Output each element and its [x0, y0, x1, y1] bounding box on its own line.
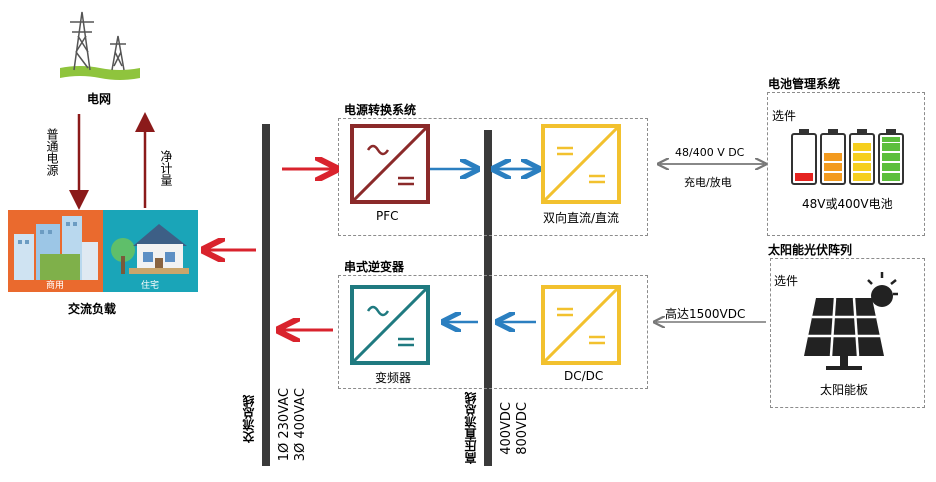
- hv-dc-bus-bar: [484, 130, 492, 466]
- solar-group: [770, 258, 925, 408]
- inverter-box: [350, 285, 430, 365]
- solar-panel-icon: [804, 272, 898, 370]
- pfc-converter-box: [350, 124, 430, 204]
- grid-label: 电网: [87, 92, 112, 106]
- solar-title: 太阳能光伏阵列: [768, 243, 853, 257]
- commercial-panel: 商用: [8, 210, 103, 292]
- bidirectional-dcdc-box: [541, 124, 621, 204]
- ac-load-label: 交流负载: [68, 302, 117, 316]
- solar-panel-label: 太阳能板: [820, 383, 869, 397]
- solar-link-label: 高达1500VDC: [665, 307, 746, 321]
- supply-flow-label: 普通电源: [45, 128, 59, 176]
- battery-icon: [791, 129, 904, 185]
- ac-bus-bar: [262, 124, 270, 466]
- grid-flow-arrows: [69, 112, 155, 210]
- battery-group: [767, 92, 925, 236]
- inverter-group: [338, 275, 648, 389]
- net-metering-label: 净计量: [159, 150, 173, 186]
- inverter-label: 变频器: [375, 371, 412, 385]
- battery-label: 48V或400V电池: [802, 197, 893, 211]
- blue-dc-arrows: [430, 169, 536, 322]
- bidi-label: 双向直流/直流: [543, 211, 620, 225]
- ac-load-image: 商用 住宅: [8, 210, 198, 292]
- red-ac-arrows: [207, 169, 333, 330]
- solar-optional: 选件: [774, 274, 799, 288]
- commercial-label: 商用: [46, 281, 65, 291]
- residential-panel: 住宅: [103, 210, 198, 292]
- inverter-title: 串式逆变器: [344, 260, 405, 274]
- battery-voltage-link: 48/400 V DC: [675, 146, 745, 159]
- dcdc-box: [541, 285, 621, 365]
- pcs-title: 电源转换系统: [344, 103, 417, 117]
- dcdc-label: DC/DC: [564, 369, 604, 383]
- residential-label: 住宅: [141, 281, 160, 291]
- pfc-label: PFC: [376, 209, 399, 223]
- battery-title: 电池管理系统: [768, 77, 841, 91]
- house-icon: [111, 224, 189, 274]
- battery-optional: 选件: [772, 109, 797, 123]
- buildings-icon: [14, 216, 98, 280]
- transmission-tower-icon: [60, 11, 140, 80]
- grey-link-arrows: [656, 164, 766, 322]
- battery-charge-link: 充电/放电: [684, 176, 732, 189]
- sun-icon: [867, 272, 898, 296]
